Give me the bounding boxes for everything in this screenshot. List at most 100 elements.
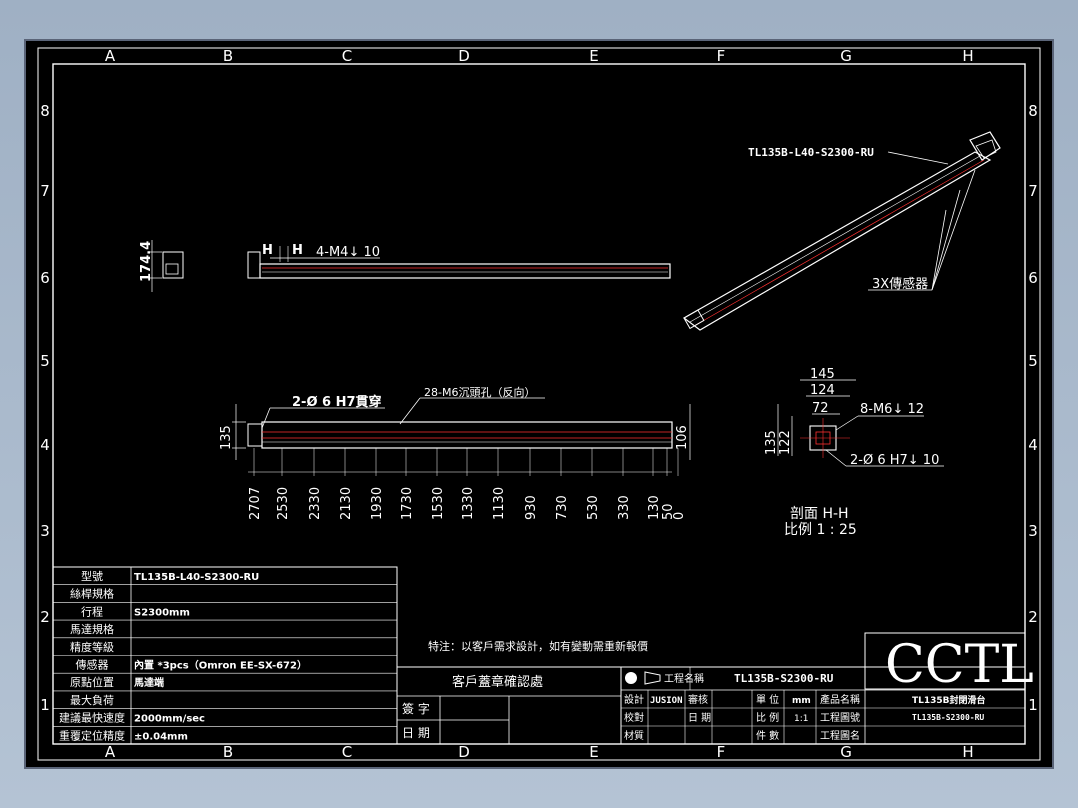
row-label-right: 8 [1028,102,1038,120]
col-label-bottom: A [105,743,116,761]
side-height-dim: 174.4 [139,241,154,282]
position-label: 2330 [308,487,323,520]
col-label-top: A [105,47,116,65]
tb-design-label: 設計 [624,693,644,706]
spec-value: 內置 *3pcs（Omron EE-SX-672） [134,659,307,672]
top-hh-left: H [262,243,273,258]
row-label-left: 6 [40,269,50,287]
position-label: 2130 [339,487,354,520]
spec-value: TL135B-L40-S2300-RU [134,572,259,583]
position-label: 1130 [492,487,507,520]
row-label-left: 7 [40,182,50,200]
approval-title: 客戶蓋章確認處 [452,674,543,690]
spec-label: 最大負荷 [70,693,114,707]
tb-designer: JUSION [650,696,683,706]
front-holes-callout-2: 28-M6沉頭孔（反向） [424,385,535,399]
col-label-top: E [589,47,598,65]
position-label: 0 [672,512,687,520]
tb-qty-label: 件 數 [756,729,779,742]
spec-value: S2300mm [134,607,190,618]
spec-label: 絲桿規格 [70,587,114,601]
row-label-right: 6 [1028,269,1038,287]
row-label-left: 3 [40,522,50,540]
outer-frame [37,47,1041,761]
spec-label: 型號 [81,569,103,583]
position-label: 1730 [400,487,415,520]
row-label-right: 2 [1028,608,1038,626]
iso-view: TL135B-L40-S2300-RU 3X傳感器 [682,131,1001,331]
section-dim-145: 145 [810,367,835,382]
tb-projection-label: 工程名稱 [664,672,704,685]
projection-cone-icon [644,671,661,685]
row-label-left: 4 [40,436,50,454]
spec-label: 精度等級 [70,640,114,654]
front-dim-right: 106 [675,425,690,450]
position-label: 530 [586,495,601,520]
tb-unit-label: 單 位 [756,693,779,706]
projection-circle-icon [625,672,637,684]
position-label: 1330 [461,487,476,520]
col-label-bottom: G [840,743,852,761]
col-label-bottom: D [458,743,470,761]
section-dim-135: 135 [764,430,779,455]
row-label-left: 2 [40,608,50,626]
row-label-right: 1 [1028,696,1038,714]
section-dim-124: 124 [810,383,835,398]
tb-review-label: 審核 [688,693,708,706]
col-label-top: F [717,47,726,65]
tb-model: TL135B-S2300-RU [734,672,834,685]
col-label-bottom: F [717,743,726,761]
spec-value: 2000mm/sec [134,714,205,725]
tb-drawing-no: TL135B-S2300-RU [912,713,984,722]
spec-value: 馬達端 [134,676,164,689]
col-label-top: D [458,47,470,65]
position-label: 50 [661,503,676,520]
sheet-background [24,39,1054,769]
position-label: 930 [524,495,539,520]
position-label: 730 [555,495,570,520]
spec-label: 傳感器 [76,659,109,672]
position-label: 1930 [370,487,385,520]
row-labels-left: 8 7 6 5 4 3 2 1 [40,102,50,714]
tb-date-label: 日 期 [688,712,711,724]
tb-material-label: 材質 [624,729,644,742]
position-label: 330 [617,495,632,520]
row-label-right: 5 [1028,352,1038,370]
front-holes-callout: 2-Ø 6 H7貫穿 [292,394,382,410]
spec-label: 重覆定位精度 [59,728,125,742]
section-view: 145 124 72 135 122 8-M6↓ 12 2-Ø 6 H7↓ 10… [764,367,944,538]
col-label-top: G [840,47,852,65]
tb-drawing-name-label: 工程圖名 [820,729,860,742]
tb-drawing-no-label: 工程圖號 [820,711,860,724]
title-block: 工程名稱 TL135B-S2300-RU 設計 JUSION 審核 單 位 mm… [620,632,1034,745]
tb-product-name: TL135B封閉滑台 [912,694,986,706]
approval-date-label: 日 期 [402,726,430,740]
approval-sign-label: 簽 字 [402,701,430,716]
row-label-left: 5 [40,352,50,370]
section-dim-122: 122 [778,430,793,455]
top-view: H H 4-M4↓ 10 [247,243,671,279]
top-hh-right: H [292,243,303,258]
row-label-right: 4 [1028,436,1038,454]
row-label-left: 1 [40,696,50,714]
col-label-bottom: B [223,743,233,761]
top-callout: 4-M4↓ 10 [316,245,380,260]
position-label: 2530 [276,487,291,520]
spec-label: 行程 [81,605,103,618]
section-title: 剖面 H-H [790,506,849,522]
spec-label: 原點位置 [70,675,114,689]
customer-note: 特注：以客戶需求設計，如有變動需重新報價 [428,639,648,653]
position-label: 130 [647,495,662,520]
iso-part-label: TL135B-L40-S2300-RU [748,146,874,159]
spec-label: 馬達規格 [70,622,114,636]
section-pin-callout: 2-Ø 6 H7↓ 10 [850,453,939,468]
row-label-left: 8 [40,102,50,120]
row-label-right: 7 [1028,182,1038,200]
